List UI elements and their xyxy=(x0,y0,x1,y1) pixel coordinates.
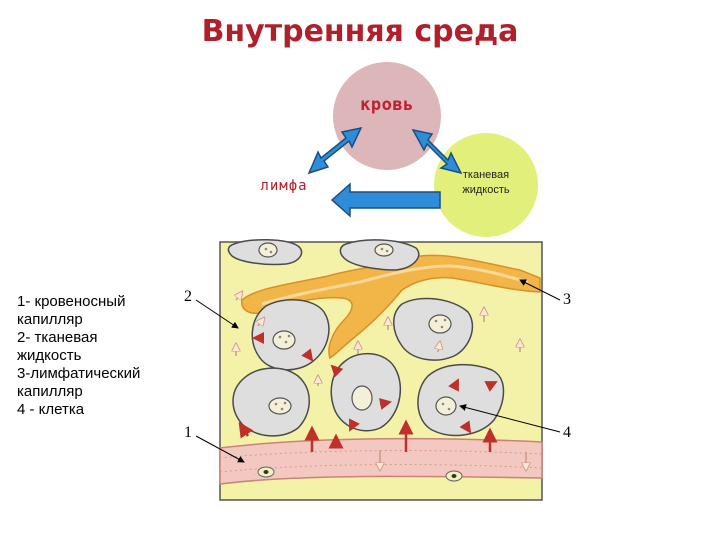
blood-label: кровь xyxy=(360,95,414,115)
arrow-blood-tissue xyxy=(411,128,463,175)
lymph-circle xyxy=(232,133,336,237)
legend-line: 1- кровеносный xyxy=(17,293,126,310)
arrow-tissue-lymph xyxy=(330,182,441,218)
blood-circle xyxy=(333,62,441,170)
callout-1: 1 xyxy=(184,424,192,441)
callout-2: 2 xyxy=(184,288,192,305)
legend-line: 4 - клетка xyxy=(17,401,85,418)
legend-line: капилляр xyxy=(17,311,83,328)
tissue-illustration xyxy=(195,238,561,501)
tissue-fluid-label-line1: тканевая xyxy=(462,169,510,181)
arrow-blood-lymph xyxy=(307,126,363,175)
legend-line: 2- тканевая xyxy=(17,329,98,346)
legend-line: жидкость xyxy=(17,347,82,364)
legend-line: 3-лимфатический xyxy=(17,365,141,382)
legend: 1- кровеносный капилляр 2- тканевая жидк… xyxy=(17,293,187,419)
lymph-label: лимфа xyxy=(260,178,308,194)
tissue-fluid-circle xyxy=(434,133,538,237)
callout-4: 4 xyxy=(563,424,571,441)
tissue-fluid-label-line2: жидкость xyxy=(462,184,510,196)
callout-3: 3 xyxy=(563,291,571,308)
legend-line: капилляр xyxy=(17,383,83,400)
page-title: Внутренняя среда xyxy=(201,14,519,49)
tissue-fluid-label: тканевая жидкость xyxy=(434,168,538,198)
